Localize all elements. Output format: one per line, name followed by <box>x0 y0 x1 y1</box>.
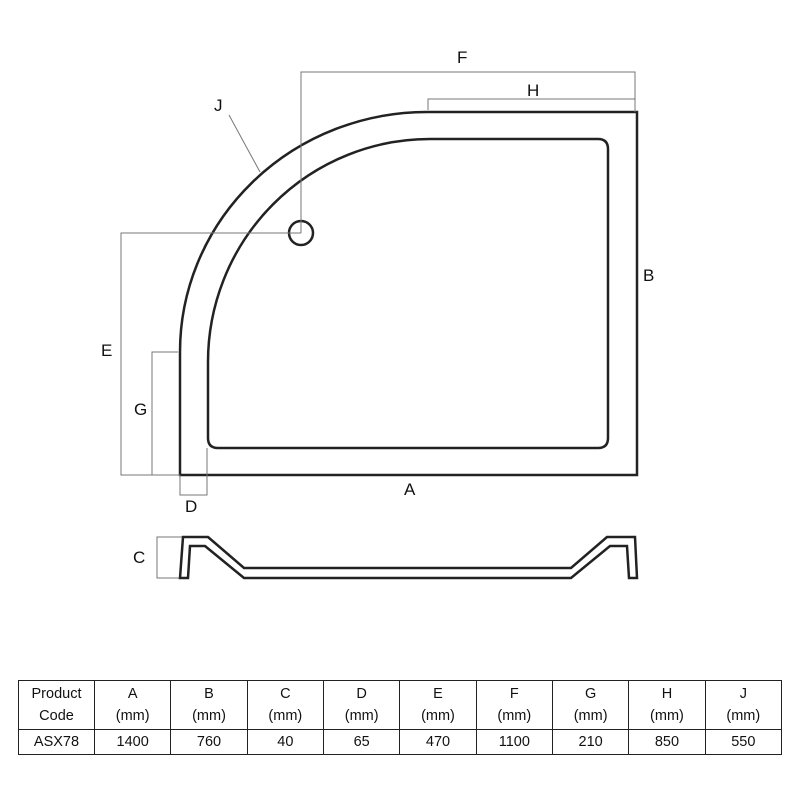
tray-outline <box>178 110 639 477</box>
header-cell: H(mm) <box>628 680 706 730</box>
label-d: D <box>185 497 197 516</box>
label-f: F <box>457 48 467 67</box>
cell-h: 850 <box>628 729 706 755</box>
cell-f: 1100 <box>475 729 553 755</box>
label-j: J <box>214 96 223 115</box>
label-b: B <box>643 266 654 285</box>
cell-d: 65 <box>322 729 401 755</box>
tray-cross-section <box>178 535 639 580</box>
label-e: E <box>101 341 112 360</box>
cell-product-code: ASX78 <box>18 729 95 755</box>
dimension-e-line <box>120 232 301 476</box>
dimension-h-line <box>427 98 635 110</box>
dimension-d-line <box>179 448 208 496</box>
header-cell: C(mm) <box>246 680 324 730</box>
dimension-c-line <box>156 536 182 579</box>
cell-a: 1400 <box>93 729 172 755</box>
cell-b: 760 <box>170 729 248 755</box>
label-c: C <box>133 548 145 567</box>
cell-g: 210 <box>551 729 630 755</box>
table-row: ASX78 1400 760 40 65 470 1100 210 850 55… <box>18 729 783 755</box>
header-cell: A(mm) <box>93 680 172 730</box>
header-cell: J(mm) <box>704 680 783 730</box>
dimension-g-line <box>151 351 178 475</box>
tray-inner-basin <box>206 137 610 450</box>
header-cell: B(mm) <box>170 680 248 730</box>
header-cell: D(mm) <box>322 680 401 730</box>
label-h: H <box>527 81 539 100</box>
cell-c: 40 <box>246 729 324 755</box>
label-g: G <box>134 400 147 419</box>
dimension-f-line <box>300 71 636 233</box>
header-cell: G(mm) <box>551 680 630 730</box>
dimension-j-leader <box>228 114 261 173</box>
header-cell: F(mm) <box>475 680 553 730</box>
cell-j: 550 <box>704 729 783 755</box>
header-cell: E(mm) <box>399 680 477 730</box>
cell-e: 470 <box>399 729 477 755</box>
label-a: A <box>404 480 416 499</box>
shower-tray-diagram: F H J B E G A D C <box>101 48 654 580</box>
